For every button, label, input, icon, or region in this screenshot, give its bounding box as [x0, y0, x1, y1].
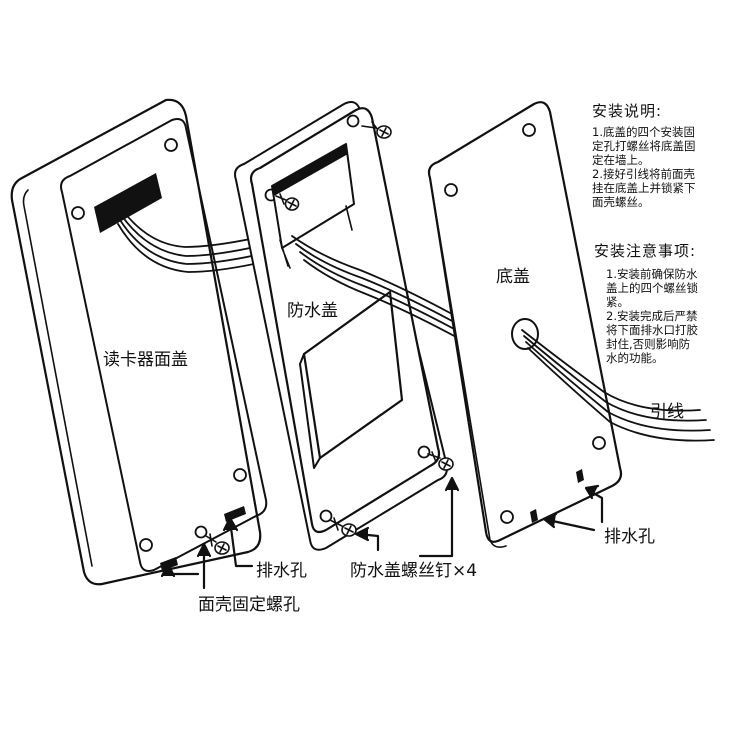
- precautions-line: 1.安装前确保防水: [606, 267, 698, 281]
- base-drain-hole-2: [576, 469, 584, 483]
- screw-bottom-right: [427, 451, 454, 471]
- reader-cover-inner: [60, 118, 268, 572]
- reader-fixing-hole: [194, 525, 208, 539]
- screw-bottom-left: [329, 517, 357, 537]
- base-cover-edge: [431, 189, 507, 548]
- base-cover-hole-bl: [500, 510, 514, 524]
- drain-hole-label-left: 排水孔: [256, 561, 307, 581]
- reader-cover-outer: [10, 98, 262, 586]
- precautions-line: 封住,否则影响防: [606, 337, 691, 351]
- instructions-line: 定孔打螺丝将底盖固: [592, 139, 696, 153]
- base-cover-plate: [427, 101, 623, 543]
- precautions-line: 2.安装完成后严禁: [606, 309, 698, 323]
- waterproof-cover-hole-bl: [319, 509, 333, 523]
- middle-wires: [291, 235, 459, 339]
- waterproof-cover-label: 防水盖: [287, 301, 338, 321]
- base-cover-hole-tl: [444, 183, 458, 197]
- instructions-line: 挂在底盖上并锁紧下: [592, 181, 696, 195]
- precautions-line: 紧。: [606, 295, 629, 309]
- base-cover-label: 底盖: [496, 267, 530, 287]
- reader-cover-hole-tl: [71, 206, 85, 220]
- reader-cover-hole-bl: [139, 538, 153, 552]
- reader-cover-drawing: [10, 98, 268, 586]
- installation-instructions: 安装说明: 1.底盖的四个安装固 定孔打螺丝将底盖固 定在墙上。 2.接好引线将…: [592, 100, 696, 209]
- instructions-line: 定在墙上。: [592, 153, 650, 167]
- waterproof-screws-label: 防水盖螺丝钉×4: [350, 561, 478, 581]
- reader-cover-label: 读卡器面盖: [103, 350, 188, 370]
- shell-fixing-hole-label: 面壳固定螺孔: [198, 595, 300, 615]
- waterproof-square-pad-side: [299, 353, 321, 469]
- instructions-line: 面壳螺丝。: [592, 195, 650, 209]
- lead-wires: [521, 329, 715, 442]
- precautions-line: 盖上的四个螺丝锁: [606, 281, 698, 295]
- screw-top-left: [275, 193, 300, 211]
- waterproof-cover-hole-br: [417, 445, 431, 459]
- callout-arrows: [160, 476, 604, 590]
- installation-precautions: 安装注意事项: 1.安装前确保防水 盖上的四个螺丝锁 紧。 2.安装完成后严禁 …: [594, 240, 698, 365]
- lead-wire-label: 引线: [650, 402, 684, 422]
- instructions-line: 2.接好引线将前面壳: [592, 167, 695, 181]
- precautions-line: 将下面排水口打胶: [606, 323, 698, 337]
- reader-cover-hole-tr: [164, 138, 178, 152]
- screw-top-right: [361, 121, 392, 139]
- waterproof-connector-top: [272, 144, 348, 196]
- waterproof-cover-hole-tr: [346, 114, 360, 128]
- base-cover-hole-br: [592, 436, 606, 450]
- waterproof-connector-face: [279, 205, 353, 269]
- instructions-title: 安装说明:: [592, 102, 663, 120]
- drain-hole-label-right: 排水孔: [604, 527, 655, 547]
- reader-cover-hole-br: [233, 468, 247, 482]
- precautions-line: 水的功能。: [606, 351, 664, 365]
- waterproof-square-pad: [302, 290, 404, 460]
- base-drain-hole-1: [530, 509, 538, 523]
- screw-reader-fixing: [205, 533, 230, 555]
- base-cover-drawing: [427, 101, 623, 548]
- precautions-title: 安装注意事项:: [594, 242, 697, 260]
- reader-cover-edge: [22, 189, 93, 567]
- base-cable-hole: [511, 318, 539, 350]
- instructions-line: 1.底盖的四个安装固: [592, 125, 695, 139]
- reader-connector-block: [94, 173, 162, 233]
- waterproof-cover-drawing: [234, 101, 448, 551]
- base-cover-hole-tr: [522, 123, 536, 137]
